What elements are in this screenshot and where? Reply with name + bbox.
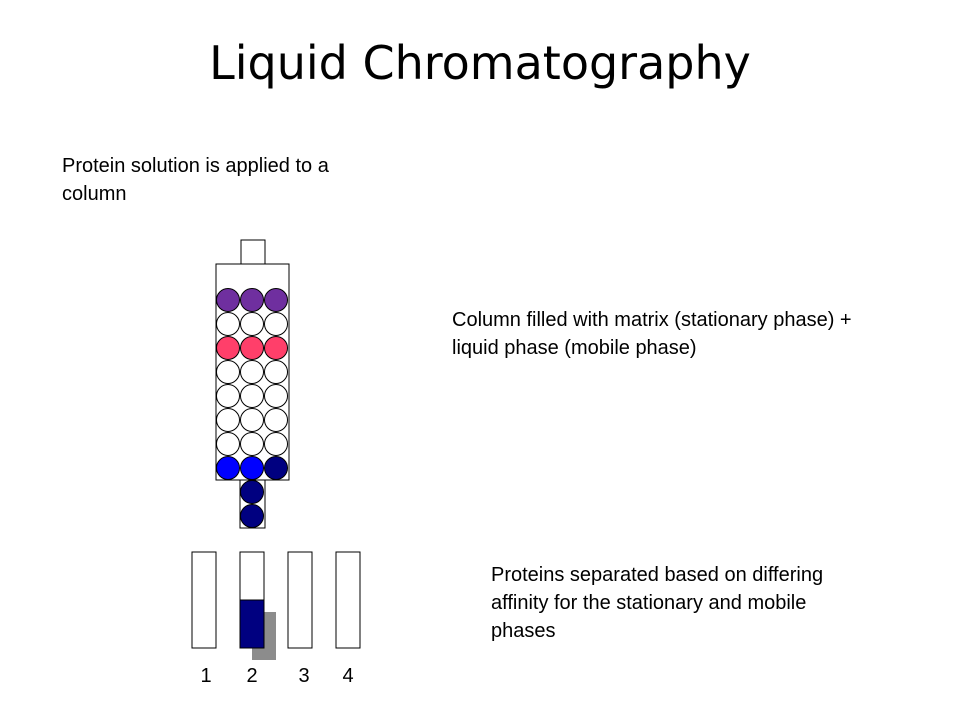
matrix-bead xyxy=(240,408,264,432)
matrix-bead xyxy=(240,456,264,480)
tube-number-label: 4 xyxy=(342,665,353,687)
matrix-bead xyxy=(240,360,264,384)
collection-tube-1: 1 xyxy=(191,551,217,687)
tube-outline xyxy=(335,551,361,649)
column-inlet xyxy=(240,239,266,265)
matrix-bead xyxy=(216,432,240,456)
separation-caption: Proteins separated based on differing af… xyxy=(491,564,824,642)
column-caption: Column filled with matrix (stationary ph… xyxy=(452,309,852,359)
collection-tube-3: 3 xyxy=(287,551,313,687)
matrix-bead xyxy=(216,360,240,384)
matrix-bead xyxy=(216,456,240,480)
matrix-bead xyxy=(264,336,288,360)
matrix-beads xyxy=(216,288,288,480)
matrix-bead xyxy=(264,384,288,408)
slide-title: Liquid Chromatography xyxy=(209,36,751,90)
matrix-bead xyxy=(240,288,264,312)
matrix-bead xyxy=(264,408,288,432)
matrix-bead xyxy=(240,336,264,360)
collected-fraction xyxy=(239,599,265,649)
eluting-protein-beads xyxy=(240,480,264,528)
matrix-bead xyxy=(216,384,240,408)
matrix-bead xyxy=(216,408,240,432)
collection-tube-4: 4 xyxy=(335,551,361,687)
matrix-bead xyxy=(216,312,240,336)
chromatography-column xyxy=(215,239,290,529)
eluting-bead xyxy=(240,504,264,528)
eluting-bead xyxy=(240,480,264,504)
matrix-bead xyxy=(216,336,240,360)
tube-number-label: 2 xyxy=(246,665,257,687)
matrix-bead xyxy=(264,288,288,312)
matrix-bead xyxy=(240,312,264,336)
tube-number-label: 1 xyxy=(200,665,211,687)
tube-number-label: 3 xyxy=(298,665,309,687)
apply-caption: Protein solution is applied to a column xyxy=(62,155,329,205)
collection-tube-2: 2 xyxy=(239,551,276,687)
matrix-bead xyxy=(264,432,288,456)
matrix-bead xyxy=(264,360,288,384)
tube-outline xyxy=(191,551,217,649)
tube-outline xyxy=(287,551,313,649)
matrix-bead xyxy=(264,456,288,480)
collection-tubes: 1 2 3 4 xyxy=(191,551,361,687)
matrix-bead xyxy=(264,312,288,336)
matrix-bead xyxy=(216,288,240,312)
matrix-bead xyxy=(240,384,264,408)
matrix-bead xyxy=(240,432,264,456)
